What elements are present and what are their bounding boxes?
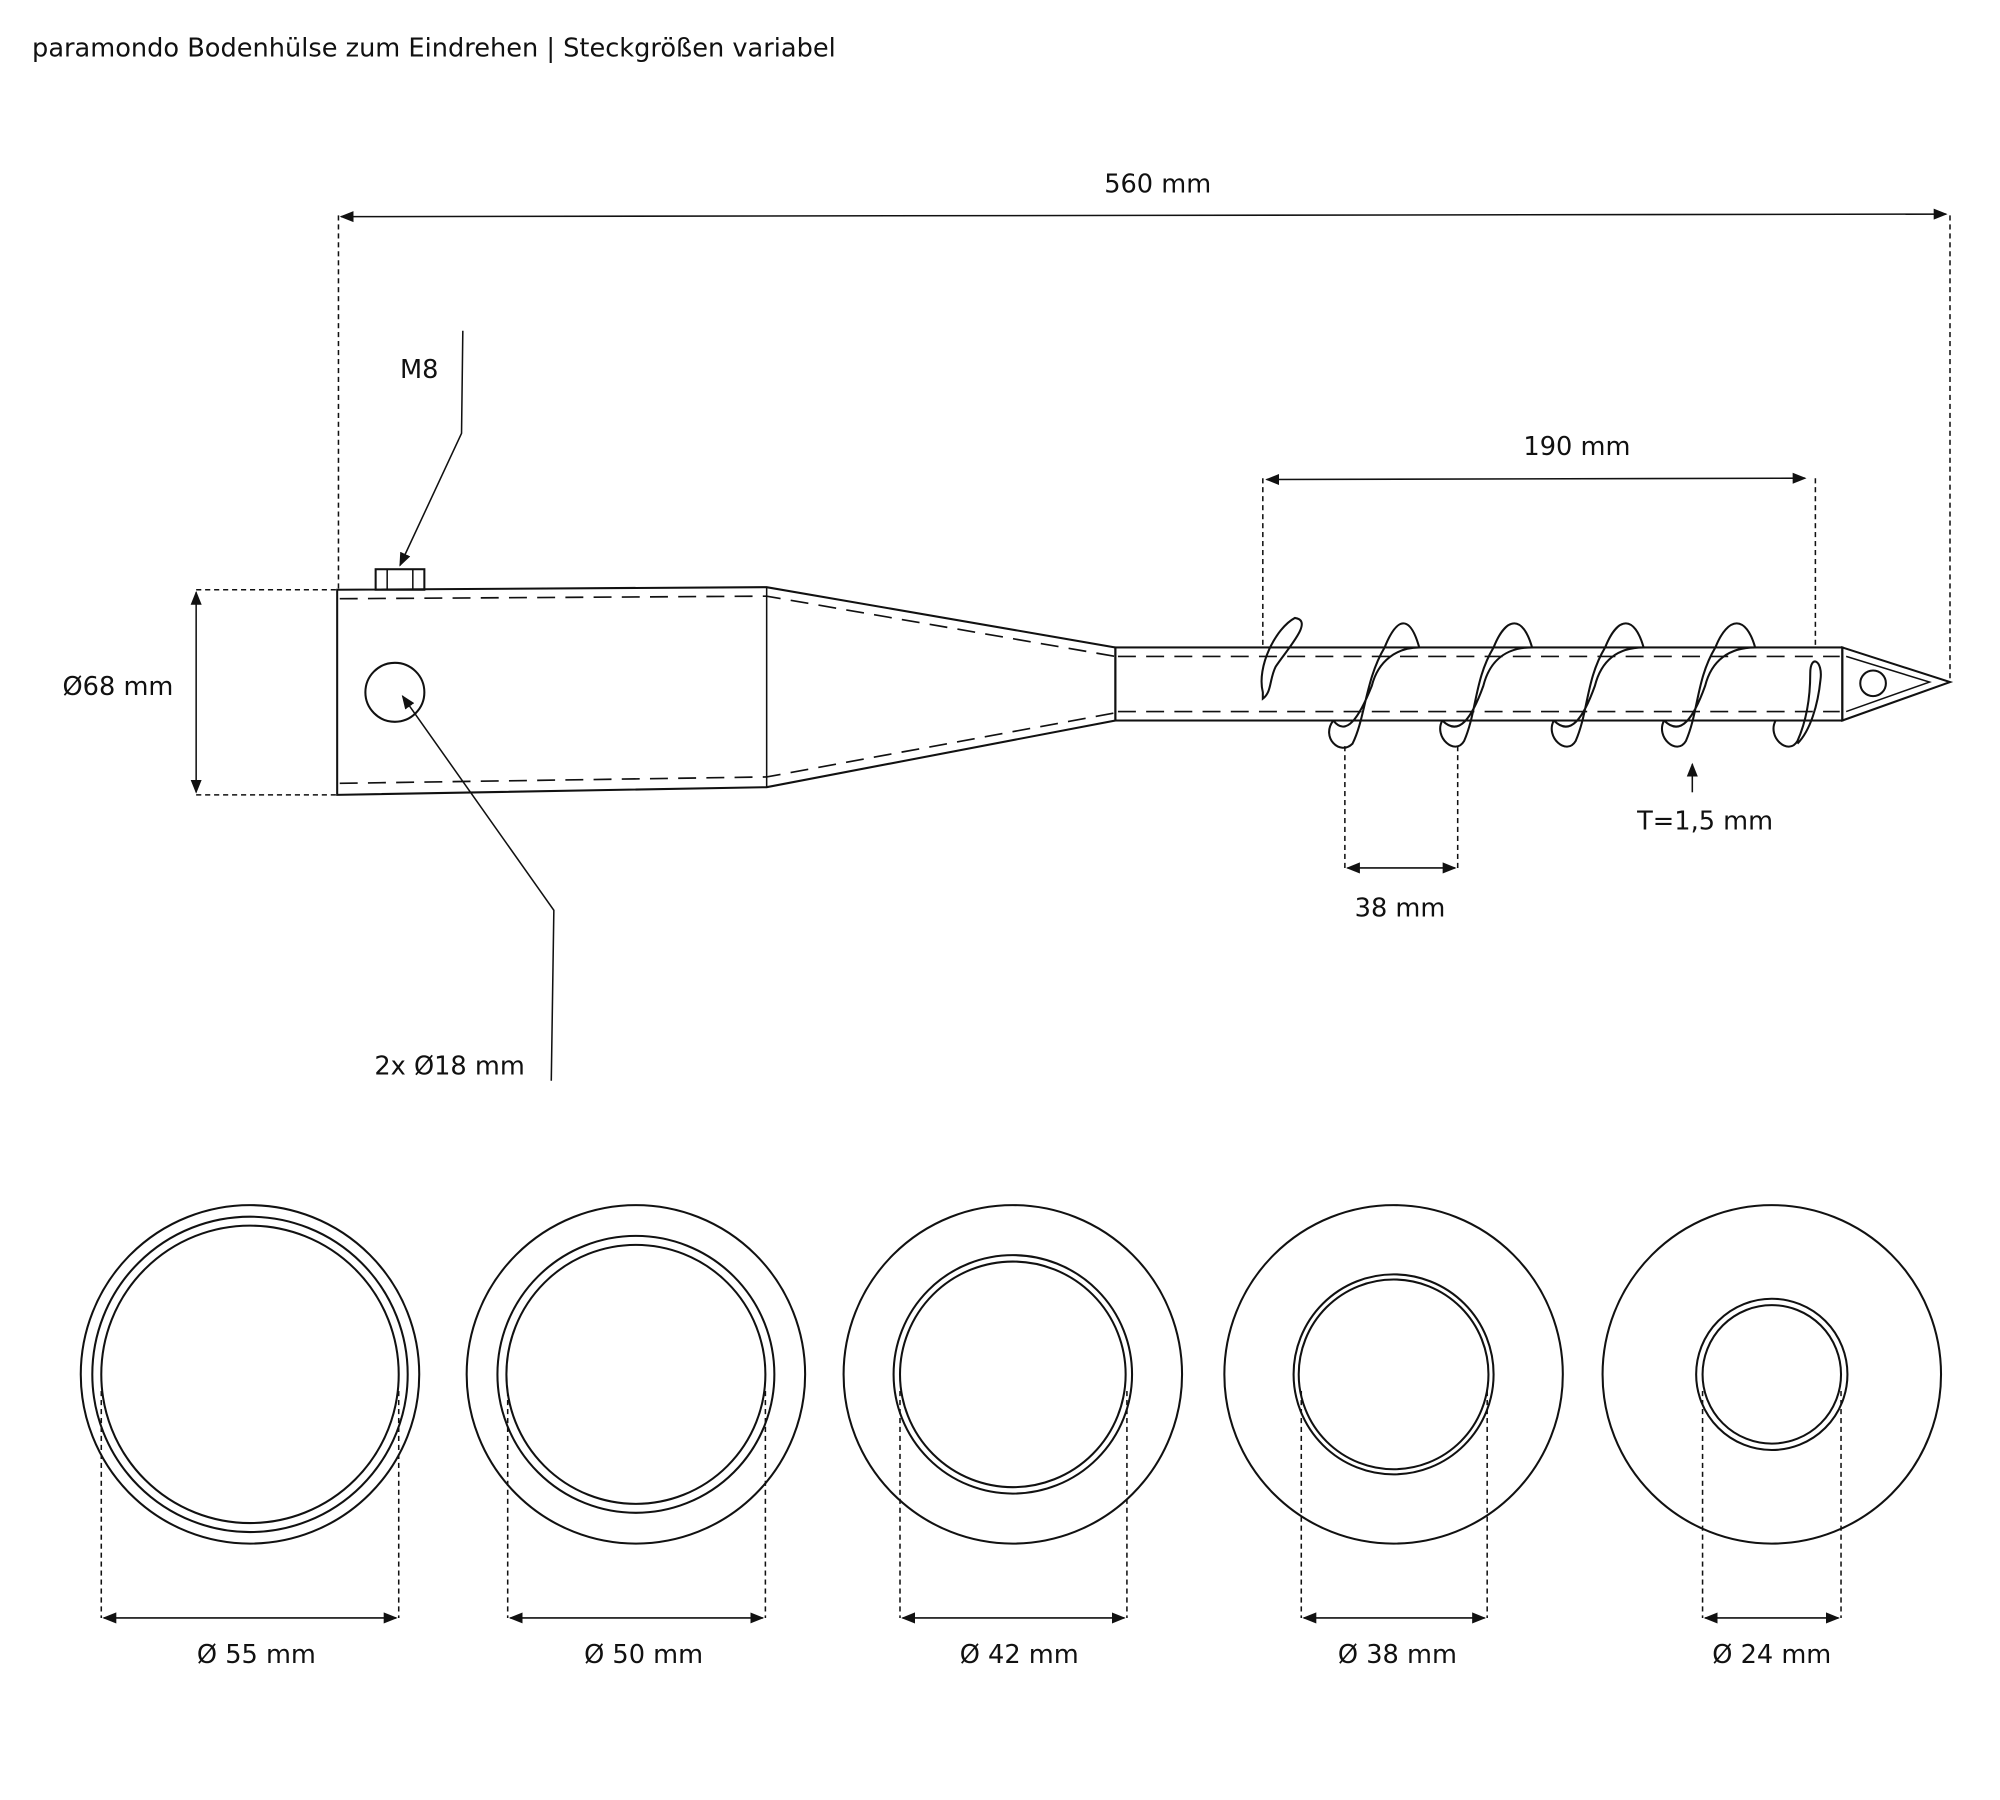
size-24: Ø 24 mm	[1601, 1204, 1943, 1670]
size-label: Ø 55 mm	[197, 1640, 316, 1670]
sleeve-body	[336, 568, 1117, 796]
screw-tip	[1841, 646, 1954, 722]
hole-leader: 2x Ø18 mm	[374, 695, 555, 1081]
helix-length-dimension: 190 mm	[1262, 432, 1817, 648]
m8-label: M8	[400, 355, 438, 385]
helix-length-label: 190 mm	[1523, 432, 1630, 462]
bolt-hole	[364, 661, 426, 723]
m8-screw	[374, 568, 426, 591]
size-label: Ø 24 mm	[1712, 1640, 1831, 1670]
thickness-callout: T=1,5 mm	[1636, 762, 1773, 836]
size-label: Ø 38 mm	[1338, 1640, 1457, 1670]
screw-shaft	[1114, 646, 1954, 722]
thickness-label: T=1,5 mm	[1636, 806, 1773, 836]
size-38: Ø 38 mm	[1223, 1204, 1564, 1670]
hole-label: 2x Ø18 mm	[374, 1051, 524, 1081]
size-50: Ø 50 mm	[465, 1204, 807, 1670]
total-length-dimension: 560 mm	[337, 169, 1951, 683]
total-length-label: 560 mm	[1104, 169, 1211, 199]
helix-flights	[1260, 616, 1822, 749]
pitch-label: 38 mm	[1355, 894, 1446, 924]
m8-leader: M8	[399, 330, 464, 567]
sleeve-diameter-label: Ø68 mm	[63, 672, 174, 702]
page-title: paramondo Bodenhülse zum Eindrehen | Ste…	[32, 33, 836, 63]
size-label: Ø 42 mm	[960, 1640, 1079, 1670]
pitch-dimension: 38 mm	[1344, 746, 1459, 924]
sleeve-diameter-dimension: Ø68 mm	[63, 588, 336, 796]
size-55: Ø 55 mm	[79, 1204, 421, 1670]
size-label: Ø 50 mm	[584, 1640, 703, 1670]
size-42: Ø 42 mm	[842, 1204, 1184, 1670]
